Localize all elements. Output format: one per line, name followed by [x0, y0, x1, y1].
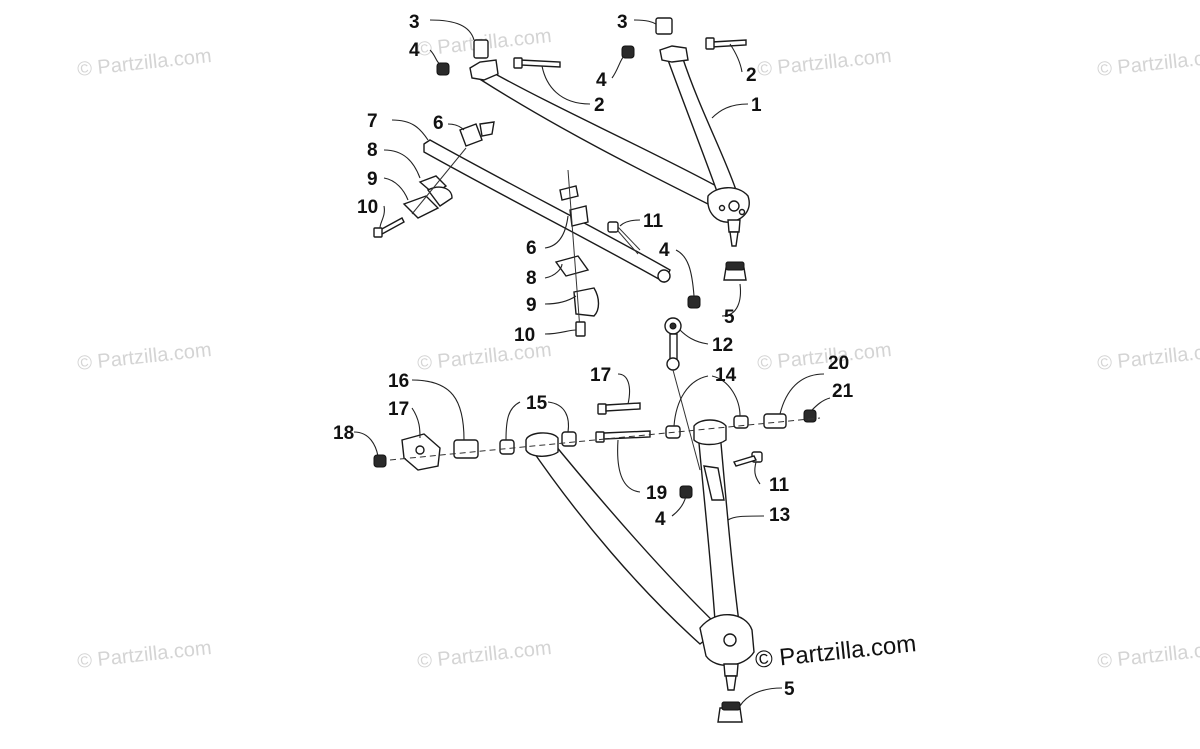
- bolts-2: [513, 37, 747, 69]
- castle-nut-5-lower: [717, 701, 743, 723]
- callout-label: 15: [526, 393, 548, 414]
- bushings-3: [473, 17, 673, 59]
- lower-a-arm: [525, 419, 755, 691]
- stabilizer-bar: [373, 121, 671, 337]
- callout-label: 2: [594, 95, 605, 116]
- callout-label: 4: [659, 240, 670, 261]
- callout-label: 3: [409, 12, 420, 33]
- bolt-11-upper: [607, 221, 701, 309]
- callout-label: 21: [832, 381, 854, 402]
- nuts-4-upper: [436, 45, 635, 76]
- leader-lines: [353, 19, 831, 707]
- callout-label: 12: [712, 335, 733, 356]
- callout-label: 9: [367, 169, 378, 190]
- callout-label: 7: [367, 111, 378, 132]
- watermark: © Partzilla.com: [1096, 45, 1200, 81]
- callout-label: 16: [388, 371, 409, 392]
- callout-label: 1: [751, 95, 762, 116]
- callout-numbers: 3 4 3 4 2 2 1 7 6 8 9 10 11 6 4 8 5 9 10…: [333, 12, 854, 700]
- callout-label: 8: [526, 268, 537, 289]
- callout-label: 6: [433, 113, 444, 134]
- callout-label: 3: [617, 12, 628, 33]
- callout-label: 2: [746, 65, 757, 86]
- watermark: © Partzilla.com: [416, 637, 552, 673]
- castle-nut-5-upper: [723, 261, 747, 281]
- callout-label: 6: [526, 238, 537, 259]
- callout-label: 10: [357, 197, 378, 218]
- watermark: © Partzilla.com: [76, 339, 212, 375]
- stabilizer-link-12: [664, 317, 701, 471]
- callout-label: 11: [769, 475, 790, 496]
- watermark: © Partzilla.com: [756, 339, 892, 375]
- callout-label: 4: [409, 40, 420, 61]
- upper-a-arm: [469, 45, 750, 247]
- copyright-text: © Partzilla.com: [754, 630, 918, 674]
- callout-label: 20: [828, 353, 849, 374]
- callout-label: 5: [784, 679, 795, 700]
- callout-label: 18: [333, 423, 354, 444]
- callout-label: 17: [590, 365, 611, 386]
- callout-label: 8: [367, 140, 378, 161]
- callout-label: 10: [514, 325, 535, 346]
- lower-hardware: [373, 402, 821, 499]
- watermark: © Partzilla.com: [76, 637, 212, 673]
- callout-label: 11: [643, 211, 664, 232]
- callout-label: 4: [596, 70, 607, 91]
- callout-label: 5: [724, 307, 735, 328]
- callout-label: 13: [769, 505, 790, 526]
- callout-label: 19: [646, 483, 667, 504]
- watermark: © Partzilla.com: [1096, 339, 1200, 375]
- callout-label: 4: [655, 509, 666, 530]
- callout-label: 9: [526, 295, 537, 316]
- watermark: © Partzilla.com: [756, 45, 892, 81]
- watermark: © Partzilla.com: [76, 45, 212, 81]
- callout-label: 14: [715, 365, 737, 386]
- callout-label-17: 17: [388, 399, 409, 420]
- watermark: © Partzilla.com: [1096, 637, 1200, 673]
